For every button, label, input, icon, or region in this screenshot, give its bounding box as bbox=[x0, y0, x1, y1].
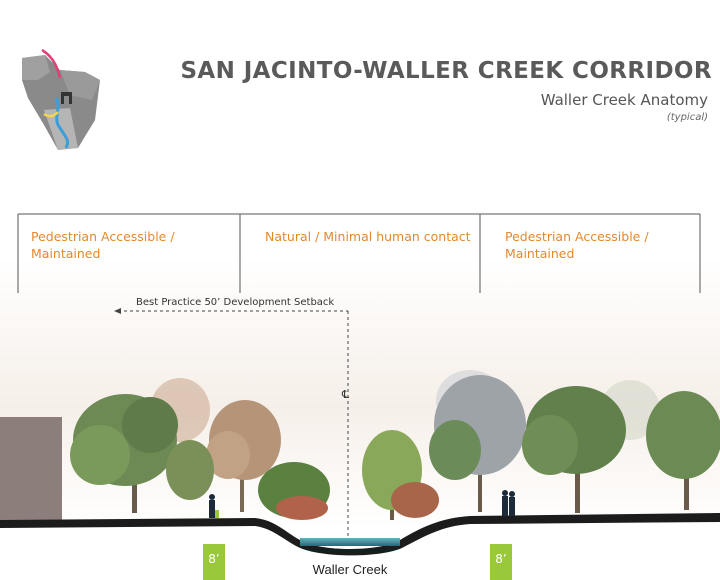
tree-icon bbox=[206, 400, 281, 512]
tree-icon bbox=[429, 375, 526, 512]
building-icon bbox=[0, 417, 62, 525]
zone-divider-lines bbox=[17, 213, 701, 293]
setback-dimension-line bbox=[114, 308, 349, 540]
centerline-symbol: ℄ bbox=[342, 388, 350, 401]
page-subtitle: Waller Creek Anatomy bbox=[540, 91, 708, 109]
ground-profile bbox=[0, 513, 720, 556]
tree-icon bbox=[166, 440, 214, 500]
page-title: SAN JACINTO-WALLER CREEK CORRIDOR bbox=[180, 58, 712, 84]
typical-note: (typical) bbox=[666, 112, 708, 123]
person-icon bbox=[502, 490, 515, 516]
tree-icon bbox=[646, 391, 720, 510]
creek-water bbox=[300, 538, 400, 546]
locator-map-icon bbox=[22, 48, 100, 150]
tree-icon bbox=[362, 430, 439, 520]
walkway-right: 8’ bbox=[490, 544, 512, 580]
tree-icon bbox=[70, 394, 178, 513]
zone-label-right: Pedestrian Accessible / Maintained bbox=[505, 229, 649, 261]
tree-icon bbox=[258, 462, 330, 520]
zone-label-center: Natural / Minimal human contact bbox=[265, 229, 471, 244]
person-icon bbox=[209, 494, 219, 518]
zone-label-left: Pedestrian Accessible / Maintained bbox=[31, 229, 175, 261]
walkway-left-label: 8’ bbox=[208, 552, 220, 566]
walkway-left: 8’ bbox=[203, 544, 225, 580]
creek-label: Waller Creek bbox=[312, 562, 388, 577]
tree-icon bbox=[522, 386, 626, 513]
setback-label: Best Practice 50’ Development Setback bbox=[136, 297, 335, 308]
walkway-right-label: 8’ bbox=[495, 552, 507, 566]
